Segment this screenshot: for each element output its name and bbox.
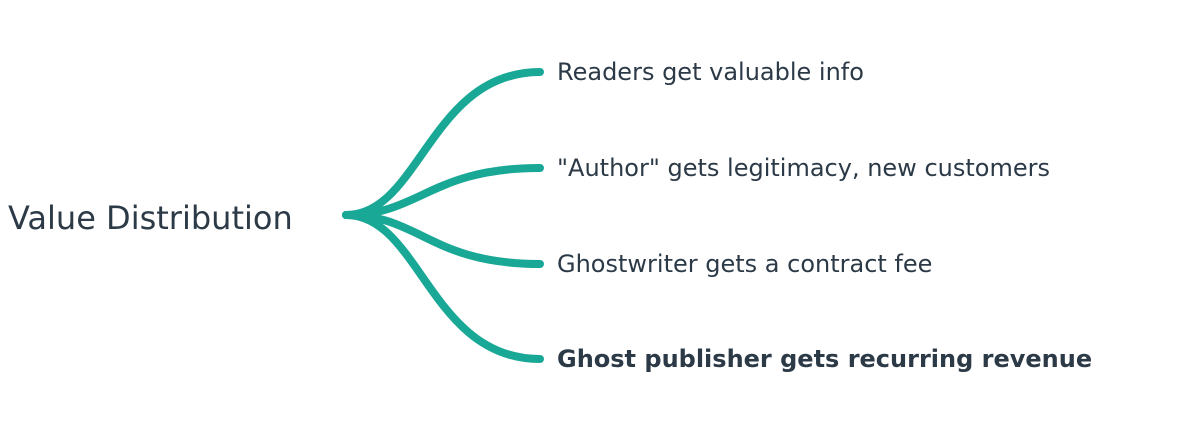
- branch-connector-4: [342, 211, 544, 363]
- branch-connector-1: [342, 68, 544, 219]
- branch-label-ghost-publisher: Ghost publisher gets recurring revenue: [557, 345, 1093, 373]
- branch-label-author: "Author" gets legitimacy, new customers: [557, 154, 1050, 182]
- branch-label-ghostwriter: Ghostwriter gets a contract fee: [557, 250, 933, 278]
- branch-connector-2: [342, 164, 544, 219]
- branch-label-readers: Readers get valuable info: [557, 58, 864, 86]
- root-node-label: Value Distribution: [8, 199, 293, 237]
